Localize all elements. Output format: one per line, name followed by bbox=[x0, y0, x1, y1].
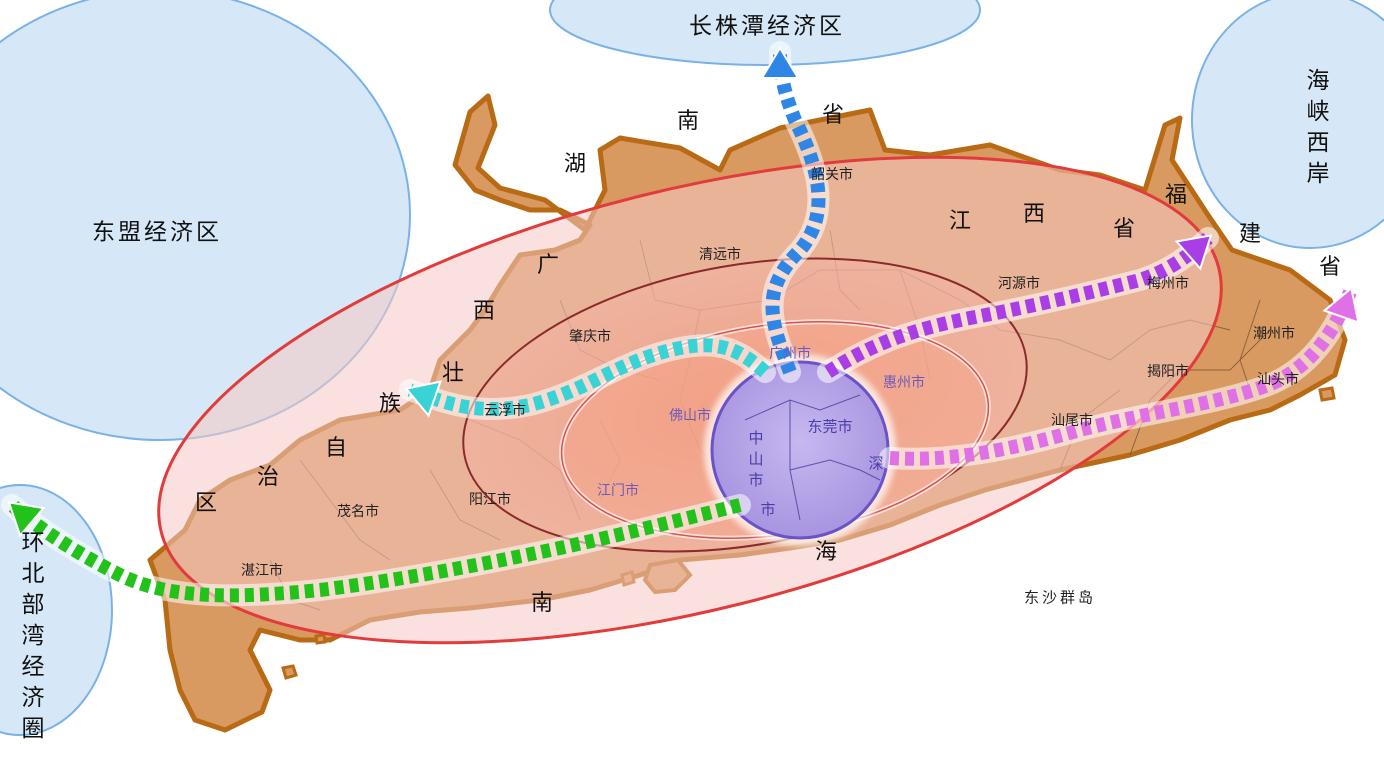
province-jiangxi-char-2: 西 bbox=[1022, 202, 1046, 227]
province-fujian-char-2: 建 bbox=[1238, 222, 1262, 247]
island-small-4 bbox=[314, 633, 327, 645]
province-jiangxi-char-1: 江 bbox=[948, 209, 972, 234]
province-guangxi-char-2: 西 bbox=[472, 299, 496, 324]
city-zhongshan: 中山市 bbox=[748, 429, 764, 489]
region-west-strait: 海峡西岸 bbox=[1306, 68, 1330, 187]
city-shaoguan: 韶关市 bbox=[811, 167, 853, 183]
city-yangjiang: 阳江市 bbox=[469, 492, 511, 508]
island-small-3 bbox=[1318, 386, 1336, 402]
city-maoming: 茂名市 bbox=[337, 504, 379, 520]
arrow-east-lower-icon bbox=[879, 281, 1361, 470]
city-zhuhai: 市 bbox=[760, 500, 776, 519]
city-zhanjiang: 湛江市 bbox=[241, 563, 283, 579]
arrow-east-upper-icon bbox=[817, 227, 1219, 383]
city-qingyuan: 清远市 bbox=[699, 247, 741, 263]
changzhutan-bubble bbox=[549, 0, 981, 66]
arrow-north-icon bbox=[760, 41, 830, 383]
city-shenzhen: 深 bbox=[868, 454, 884, 473]
city-shantou: 汕头市 bbox=[1257, 372, 1299, 388]
city-jiangmen: 江门市 bbox=[597, 483, 639, 499]
arrow-west-icon bbox=[399, 334, 776, 420]
city-heyuan: 河源市 bbox=[998, 276, 1040, 292]
island-small-2 bbox=[281, 664, 298, 680]
province-fujian-char-3: 省 bbox=[1318, 255, 1342, 280]
region-asean: 东盟经济区 bbox=[92, 219, 222, 246]
city-shanwei: 汕尾市 bbox=[1051, 413, 1093, 429]
province-jiangxi-char-3: 省 bbox=[1112, 217, 1136, 242]
city-foshan: 佛山市 bbox=[669, 408, 711, 424]
city-yunfu: 云浮市 bbox=[484, 403, 526, 419]
province-guangxi-char-4: 族 bbox=[378, 392, 402, 417]
city-huizhou: 惠州市 bbox=[883, 375, 925, 391]
region-beibu-gulf: 环北部湾经济圈 bbox=[21, 530, 45, 742]
province-guangxi-char-1: 广 bbox=[536, 253, 560, 278]
sea-char-1: 海 bbox=[814, 540, 838, 565]
province-guangxi-char-3: 壮 bbox=[441, 361, 465, 386]
province-hunan-char-1: 湖 bbox=[563, 152, 587, 177]
province-guangxi-char-6: 治 bbox=[256, 465, 280, 490]
sea-char-2: 南 bbox=[530, 591, 554, 616]
island-dongsha: 东沙群岛 bbox=[1023, 588, 1097, 607]
core-boundary bbox=[744, 394, 881, 521]
arrow-southwest-icon bbox=[1, 494, 751, 607]
west-strait-bubble bbox=[1191, 0, 1384, 249]
city-dongguan: 东莞市 bbox=[807, 417, 853, 436]
province-guangxi-char-7: 区 bbox=[194, 491, 218, 516]
province-hunan-char-2: 南 bbox=[676, 109, 700, 134]
city-chaozhou: 潮州市 bbox=[1253, 326, 1295, 342]
city-zhaoqing: 肇庆市 bbox=[569, 329, 611, 345]
province-fujian-char-1: 福 bbox=[1164, 183, 1188, 208]
province-hunan-char-3: 省 bbox=[821, 103, 845, 128]
radiation-arrows bbox=[1, 41, 1361, 607]
city-guangzhou: 广州市 bbox=[769, 346, 811, 362]
region-changzhutan: 长株潭经济区 bbox=[689, 13, 845, 40]
city-meizhou: 梅州市 bbox=[1147, 276, 1189, 292]
city-jieyang: 揭阳市 bbox=[1147, 364, 1189, 380]
province-guangxi-char-5: 自 bbox=[324, 436, 348, 461]
